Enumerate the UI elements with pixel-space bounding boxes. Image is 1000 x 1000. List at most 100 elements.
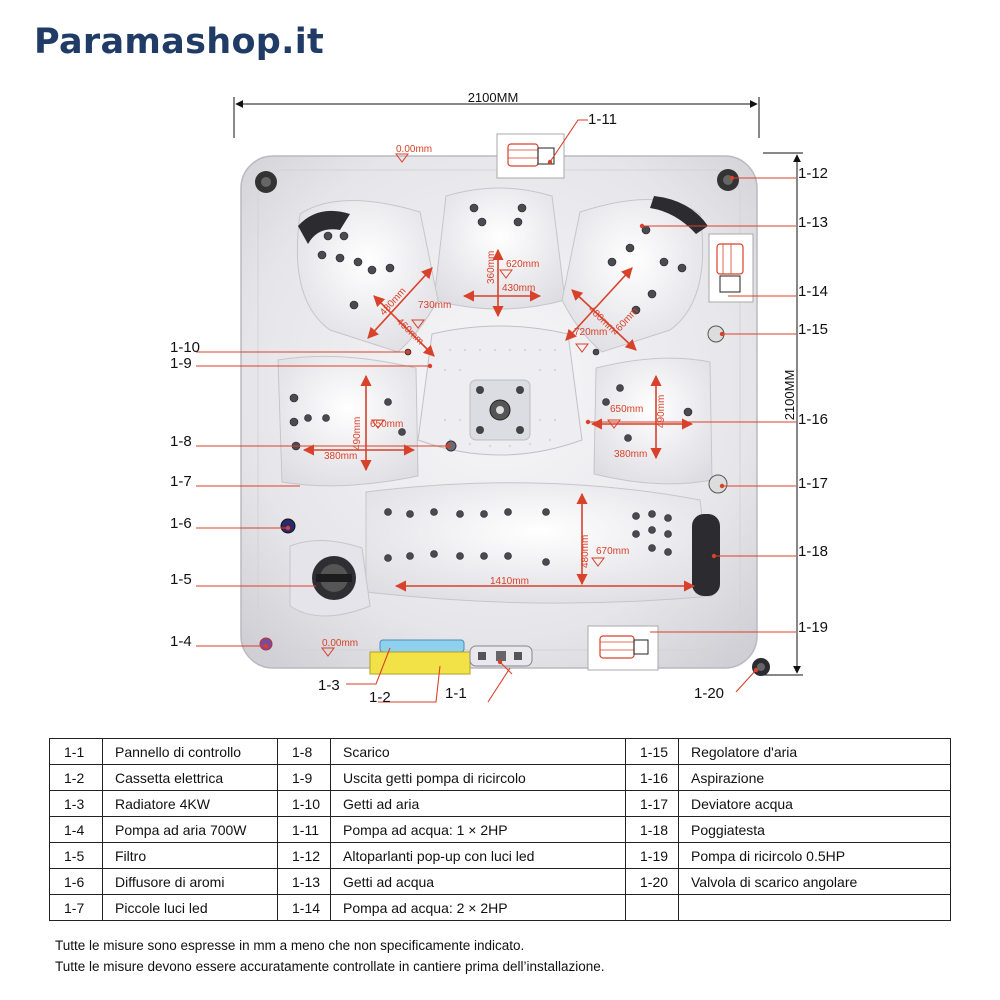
heater xyxy=(379,639,465,653)
width-dimension: 2100MM xyxy=(233,90,760,138)
callout-leaders xyxy=(196,119,796,703)
callout-1-12: 1-12 xyxy=(798,165,828,182)
note-line: Tutte le misure devono essere accuratame… xyxy=(55,959,605,974)
svg-text:490mm: 490mm xyxy=(656,395,667,428)
callout-1-8: 1-8 xyxy=(170,433,192,450)
callout-1-9: 1-9 xyxy=(170,355,192,372)
callout-1-16: 1-16 xyxy=(798,411,828,428)
callout-1-2: 1-2 xyxy=(369,689,391,706)
part-name: Pompa ad acqua: 1 × 2HP xyxy=(330,816,626,843)
part-code xyxy=(625,894,679,921)
level-markers xyxy=(321,153,621,657)
drain-valve xyxy=(752,658,770,676)
part-code: 1-6 xyxy=(49,868,103,895)
part-code: 1-7 xyxy=(49,894,103,921)
air-regulator xyxy=(707,325,725,343)
part-name: Aspirazione xyxy=(678,764,951,791)
headrest-right xyxy=(650,196,708,234)
svg-text:380mm: 380mm xyxy=(324,451,357,462)
callout-labels: 1-1 1-2 1-3 1-4 1-5 1-6 1-7 1-8 1-9 1-10… xyxy=(170,111,828,706)
part-code: 1-20 xyxy=(625,868,679,895)
part-name: Uscita getti pompa di ricircolo xyxy=(330,764,626,791)
part-name: Filtro xyxy=(102,842,278,869)
table-row: 1-2 Cassetta elettrica 1-9 Uscita getti … xyxy=(49,764,951,791)
center-jets xyxy=(469,379,531,441)
callout-1-15: 1-15 xyxy=(798,321,828,338)
circulation-pump-icon xyxy=(587,625,659,671)
part-code: 1-8 xyxy=(277,738,331,765)
part-code: 1-18 xyxy=(625,816,679,843)
height-dimension: 2100MM xyxy=(763,152,803,676)
part-name: Cassetta elettrica xyxy=(102,764,278,791)
callout-1-4: 1-4 xyxy=(170,633,192,650)
svg-text:380mm: 380mm xyxy=(614,449,647,460)
part-name: Diffusore di aromi xyxy=(102,868,278,895)
part-code: 1-10 xyxy=(277,790,331,817)
svg-text:0.00mm: 0.00mm xyxy=(322,638,358,649)
table-row: 1-7 Piccole luci led 1-14 Pompa ad acqua… xyxy=(49,894,951,921)
part-code: 1-12 xyxy=(277,842,331,869)
part-name: Pompa ad aria 700W xyxy=(102,816,278,843)
part-code: 1-9 xyxy=(277,764,331,791)
part-code: 1-15 xyxy=(625,738,679,765)
svg-text:360mm: 360mm xyxy=(486,251,497,284)
table-row: 1-3 Radiatore 4KW 1-10 Getti ad aria 1-1… xyxy=(49,790,951,817)
part-name: Pompa ad acqua: 2 × 2HP xyxy=(330,894,626,921)
top-seat-jets xyxy=(469,203,527,227)
part-code: 1-16 xyxy=(625,764,679,791)
part-name: Regolatore d'aria xyxy=(678,738,951,765)
svg-text:730mm: 730mm xyxy=(418,300,451,311)
part-name: Deviatore acqua xyxy=(678,790,951,817)
svg-text:650mm: 650mm xyxy=(610,404,643,415)
callout-1-20: 1-20 xyxy=(694,685,724,702)
parts-table: 1-1 Pannello di controllo 1-8 Scarico 1-… xyxy=(49,738,951,921)
table-row: 1-1 Pannello di controllo 1-8 Scarico 1-… xyxy=(49,738,951,765)
table-row: 1-4 Pompa ad aria 700W 1-11 Pompa ad acq… xyxy=(49,816,951,843)
height-label: 2100MM xyxy=(782,370,797,421)
aroma-diffuser xyxy=(280,518,296,534)
control-panel xyxy=(469,645,533,667)
part-name: Getti ad acqua xyxy=(330,868,626,895)
part-name: Piccole luci led xyxy=(102,894,278,921)
lounger-jets xyxy=(384,508,672,566)
callout-1-13: 1-13 xyxy=(798,214,828,231)
svg-text:430mm: 430mm xyxy=(502,283,535,294)
part-code: 1-19 xyxy=(625,842,679,869)
part-name: Valvola di scarico angolare xyxy=(678,868,951,895)
headrest-left xyxy=(298,210,350,244)
svg-text:1410mm: 1410mm xyxy=(490,576,529,587)
callout-1-10: 1-10 xyxy=(170,339,200,356)
footwell-texture xyxy=(443,348,557,448)
callout-1-17: 1-17 xyxy=(798,475,828,492)
part-code: 1-2 xyxy=(49,764,103,791)
air-pump xyxy=(259,637,273,651)
part-code: 1-3 xyxy=(49,790,103,817)
brand-logo: Paramashop.it xyxy=(34,22,325,62)
svg-text:650mm: 650mm xyxy=(370,419,403,430)
part-code: 1-13 xyxy=(277,868,331,895)
electric-box xyxy=(369,651,471,675)
callout-1-1: 1-1 xyxy=(445,685,467,702)
part-name: Poggiatesta xyxy=(678,816,951,843)
svg-text:0.00mm: 0.00mm xyxy=(396,144,432,155)
svg-text:720mm: 720mm xyxy=(574,327,607,338)
lounger xyxy=(365,482,713,604)
svg-text:620mm: 620mm xyxy=(506,259,539,270)
part-name: Altoparlanti pop-up con luci led xyxy=(330,842,626,869)
speaker-left xyxy=(255,171,277,193)
top-seat xyxy=(433,187,566,310)
part-code: 1-1 xyxy=(49,738,103,765)
svg-text:490mm: 490mm xyxy=(352,417,363,450)
part-name: Scarico xyxy=(330,738,626,765)
filter xyxy=(312,556,356,600)
callout-1-11: 1-11 xyxy=(588,111,617,128)
part-name: Pannello di controllo xyxy=(102,738,278,765)
part-name: Radiatore 4KW xyxy=(102,790,278,817)
part-name: Pompa di ricircolo 0.5HP xyxy=(678,842,951,869)
callout-1-3: 1-3 xyxy=(318,677,340,694)
part-name: Getti ad aria xyxy=(330,790,626,817)
callout-1-14: 1-14 xyxy=(798,283,828,300)
headrest-lounger xyxy=(692,514,720,596)
callout-1-6: 1-6 xyxy=(170,515,192,532)
speaker-right xyxy=(717,169,739,191)
